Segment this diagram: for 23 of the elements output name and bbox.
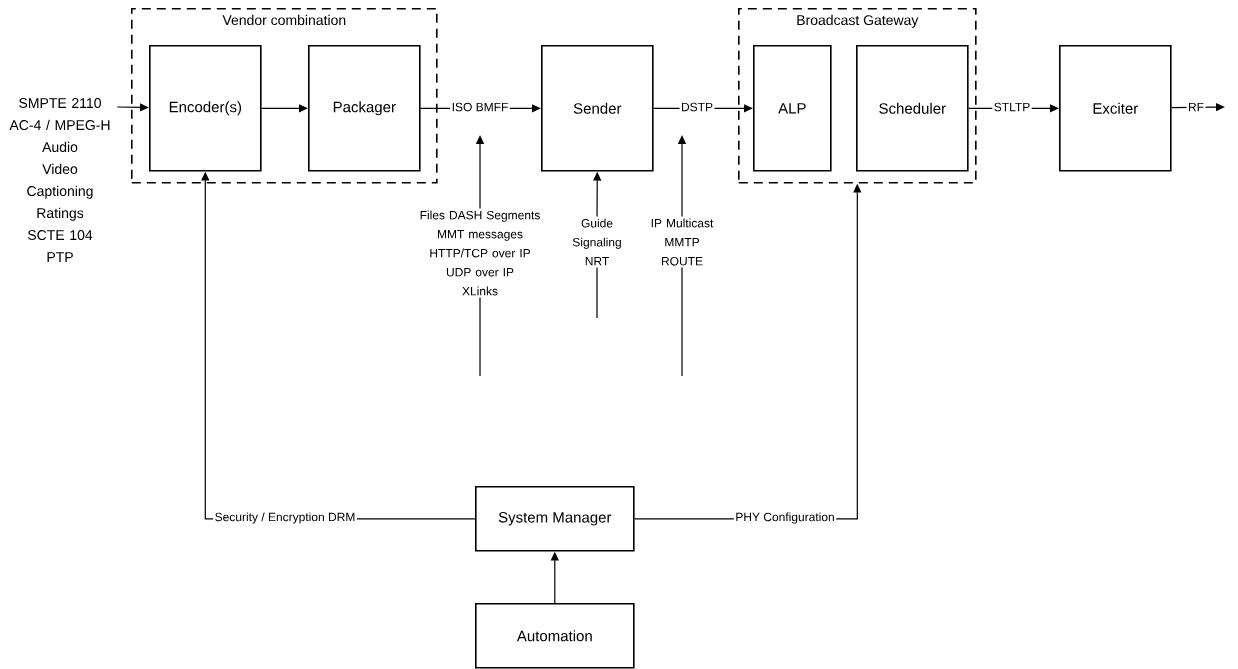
arrow: [261, 104, 308, 113]
text-list: Files DASH Segments MMT messages HTTP/TCP over IP UDP over IP XLinks: [420, 210, 540, 296]
process-box: Encoder(s): [149, 45, 262, 172]
process-box: Sender: [541, 45, 654, 172]
connector-line: [596, 266, 598, 319]
text-list: Guide Signaling NRT: [572, 218, 621, 266]
connector-line: [479, 297, 481, 377]
text-list: IP Multicast MMTP ROUTE: [651, 218, 714, 266]
edge-label: STLTP: [992, 101, 1032, 113]
process-box: Scheduler: [856, 45, 969, 172]
text-list: SMPTE 2110 AC-4 / MPEG-H Audio Video Captioning Ratings SCTE 104 PTP: [9, 98, 110, 262]
process-box: Exciter: [1059, 45, 1172, 172]
arrow: [116, 103, 149, 112]
process-box: Packager: [308, 45, 421, 172]
connector-line: [681, 267, 683, 377]
edge-label: PHY Configuration: [733, 510, 837, 526]
process-box: Automation: [475, 603, 635, 669]
edge-label: DSTP: [679, 101, 715, 113]
edge-label: ISO BMFF: [450, 101, 510, 113]
process-box: System Manager: [475, 486, 635, 552]
edge-label: Security / Encryption DRM: [213, 510, 357, 526]
process-box: ALP: [753, 45, 832, 172]
edge-label: RF: [1186, 101, 1206, 113]
